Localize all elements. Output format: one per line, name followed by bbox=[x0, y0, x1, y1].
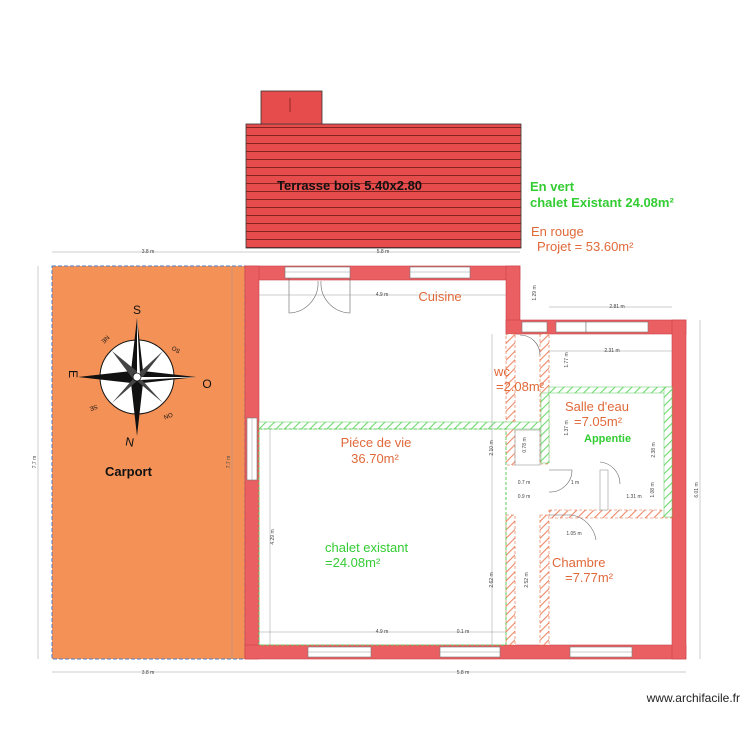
dim-left-house: 7.7 m bbox=[226, 456, 232, 469]
dim-stair: 1.29 m bbox=[532, 285, 538, 300]
dim-hall-height: 2.62 m bbox=[489, 572, 495, 587]
wc-area: =2.08m² bbox=[496, 379, 545, 394]
bedroom-wall-mid bbox=[539, 514, 550, 646]
annex-label: Appentie bbox=[584, 433, 631, 445]
dim-bottom-house: 5.8 m bbox=[457, 670, 470, 676]
carport-area bbox=[51, 265, 246, 660]
compass-so: SO bbox=[171, 344, 182, 354]
kitchen-label: Cuisine bbox=[418, 289, 461, 304]
compass-south: S bbox=[133, 303, 141, 317]
wc-wall-left bbox=[505, 333, 516, 466]
legend-green-title: En vert bbox=[530, 179, 575, 194]
window-lines bbox=[251, 271, 632, 653]
living-label: Piéce de vie bbox=[341, 435, 412, 450]
window-kitchen-left bbox=[284, 266, 351, 279]
compass-rose: S N E O NE SO SE NO bbox=[66, 303, 212, 450]
bedroom-wall-left bbox=[505, 514, 516, 646]
dim-bedroom-width: 1.05 m bbox=[566, 531, 581, 537]
dim-wc-height: 2.10 m bbox=[489, 440, 495, 455]
compass-center bbox=[132, 372, 142, 382]
existing-wall-right-block bbox=[548, 386, 673, 394]
dim-bath-width: 2.31 m bbox=[604, 348, 619, 354]
existing-wall-top bbox=[258, 421, 550, 430]
bedroom-area: =7.77m² bbox=[565, 570, 614, 585]
dim-small-c: 1.31 m bbox=[626, 494, 641, 500]
dim-small-b: 1 m bbox=[571, 480, 579, 486]
dim-right-house: 6.01 m bbox=[694, 482, 700, 497]
bath-wall-bottom bbox=[548, 509, 673, 519]
bath-label: Salle d'eau bbox=[565, 399, 629, 414]
watermark: www.archifacile.fr bbox=[646, 691, 740, 705]
wall-right bbox=[671, 319, 687, 660]
window-kitchen-right bbox=[409, 266, 471, 279]
dim-bedroom-bottom: 0.1 m bbox=[457, 629, 470, 635]
dimension-lines bbox=[37, 251, 701, 673]
chimney-block bbox=[260, 90, 323, 126]
living-area: 36.70m² bbox=[351, 451, 399, 466]
legend-red-value: Projet = 53.60m² bbox=[537, 239, 634, 254]
dimension-labels: 3.8 m 5.8 m 4.9 m 2.81 m 2.31 m 3.8 m 5.… bbox=[32, 249, 700, 676]
windows bbox=[246, 266, 649, 658]
legend-green-value: chalet Existant 24.08m² bbox=[530, 195, 674, 210]
hall-cabinet bbox=[599, 469, 609, 511]
dim-kitchen-width: 4.9 m bbox=[376, 292, 389, 298]
bath-area: =7.05m² bbox=[574, 414, 623, 429]
window-step bbox=[521, 321, 548, 333]
window-bath-right bbox=[585, 321, 649, 333]
door-swings bbox=[288, 278, 621, 541]
dim-small-g: 1.08 m bbox=[650, 482, 656, 497]
wc-fixture bbox=[514, 429, 541, 466]
dim-small-h: 0.78 m bbox=[522, 437, 528, 452]
compass-west: O bbox=[202, 377, 211, 391]
compass-star-highlight-2 bbox=[137, 377, 196, 380]
dim-top-house: 5.8 m bbox=[377, 249, 390, 255]
existing-label: chalet existant bbox=[325, 540, 408, 555]
compass-north: N bbox=[124, 434, 135, 449]
dim-bath-right: 2.38 m bbox=[651, 442, 657, 457]
existing-area: =24.08m² bbox=[325, 555, 381, 570]
dim-left-carport: 7.7 m bbox=[32, 456, 38, 469]
compass-east: E bbox=[66, 370, 80, 378]
window-bath-left bbox=[555, 321, 587, 333]
dim-top-carport: 3.8 m bbox=[142, 249, 155, 255]
dim-living-height: 4.29 m bbox=[270, 529, 276, 544]
carport-label: Carport bbox=[105, 464, 153, 479]
wc-label: wc bbox=[493, 364, 510, 379]
bedroom-label: Chambre bbox=[552, 555, 605, 570]
dim-right-block: 2.81 m bbox=[609, 304, 624, 310]
terrace-label: Terrasse bois 5.40x2.80 bbox=[277, 178, 422, 193]
legend-red-title: En rouge bbox=[531, 224, 584, 239]
dim-bottom-carport: 3.8 m bbox=[142, 670, 155, 676]
compass-star-highlight bbox=[137, 318, 140, 377]
dim-small-e: 2.52 m bbox=[524, 572, 530, 587]
existing-wall-vertical bbox=[663, 386, 673, 518]
existing-wall-mid bbox=[540, 392, 550, 464]
dim-small-f: 1.77 m bbox=[564, 352, 570, 367]
compass-se: SE bbox=[89, 403, 99, 411]
compass-no: NO bbox=[163, 413, 174, 422]
terrace-deck bbox=[245, 123, 522, 249]
dim-small-a: 0.7 m bbox=[518, 480, 531, 486]
existing-outline bbox=[258, 428, 507, 646]
dim-small-d: 0.9 m bbox=[518, 494, 531, 500]
compass-ne: NE bbox=[100, 334, 110, 344]
dim-bath-height: 1.37 m bbox=[564, 420, 570, 435]
dim-living-bottom: 4.9 m bbox=[376, 629, 389, 635]
